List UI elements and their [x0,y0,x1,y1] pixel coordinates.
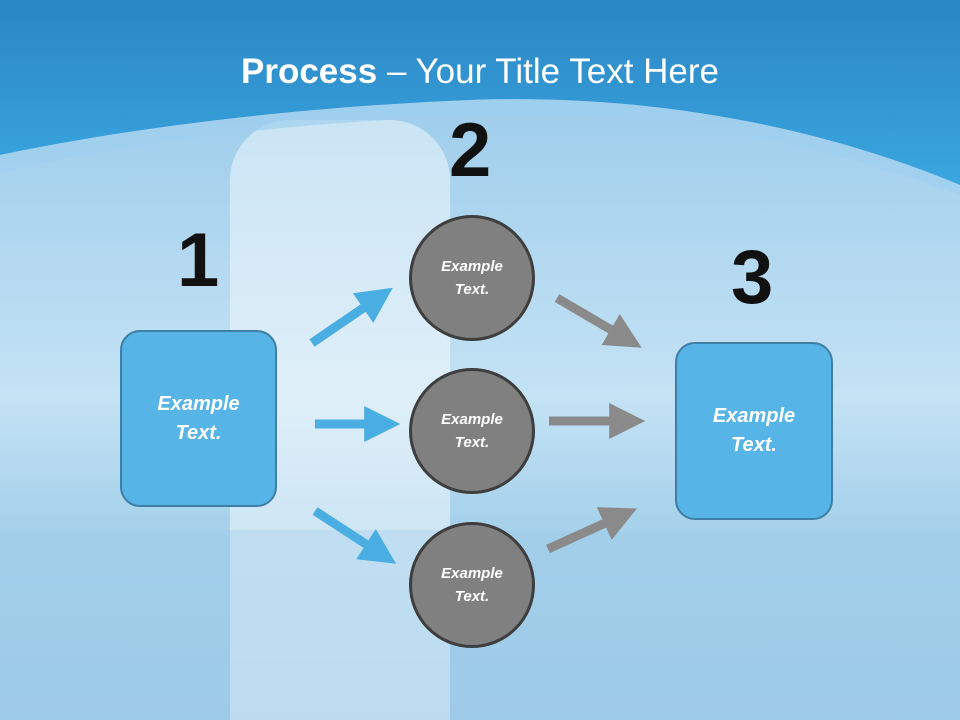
step-number-2: 2 [449,108,492,193]
right-box: Example Text. [675,342,833,520]
process-circle-top: Example Text. [409,215,535,341]
arrow-gray-up [546,507,637,554]
process-circle-middle: Example Text. [409,368,535,494]
step-number-1: 1 [177,218,220,303]
arrow-blue-up [309,287,393,347]
arrow-blue-down [312,507,397,564]
title-bold: Process [241,52,378,91]
step-number-3: 3 [731,235,774,320]
title-rest: – Your Title Text Here [377,52,719,91]
arrow-gray-down [554,294,642,348]
slide-title: Process – Your Title Text Here [0,52,960,92]
process-circle-bottom: Example Text. [409,522,535,648]
header-banner [0,0,960,195]
left-box: Example Text. [120,330,277,507]
